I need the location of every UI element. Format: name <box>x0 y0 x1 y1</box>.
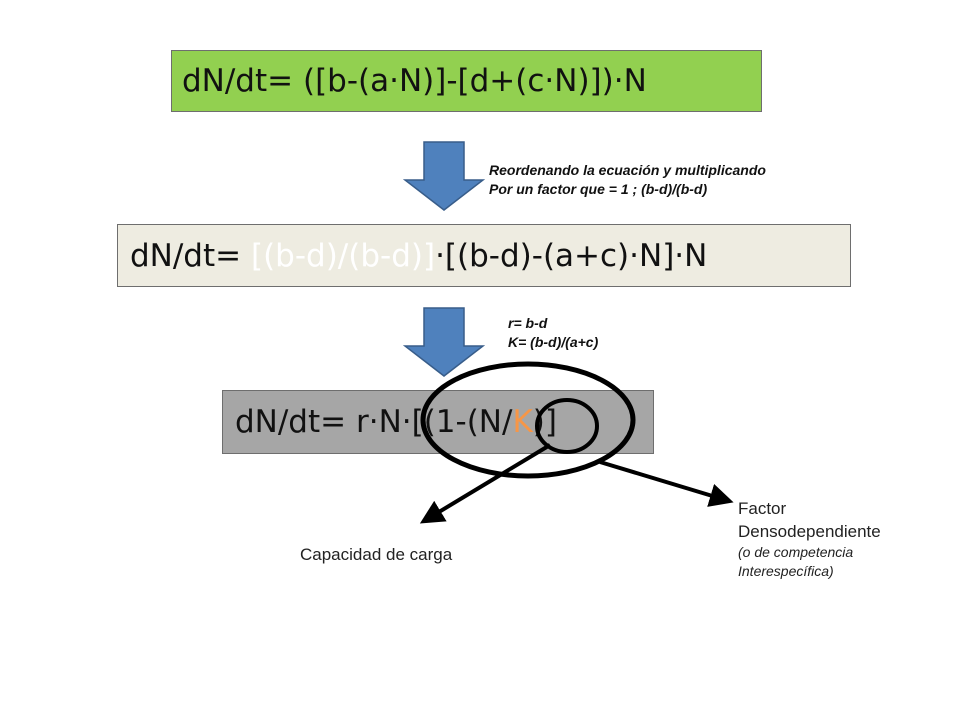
down-arrow-icon <box>403 141 485 211</box>
step2-note-line2: K= (b-d)/(a+c) <box>508 334 599 350</box>
carrying-capacity-label: Capacidad de carga <box>300 545 453 564</box>
k-ellipse <box>535 398 599 454</box>
dependent-factor-ellipse <box>420 361 636 479</box>
carrying-capacity-arrow <box>419 443 552 524</box>
equation-reordered-suffix: ·[(b-d)-(a+c)·N]·N <box>435 237 708 274</box>
equation-general-text: dN/dt= ([b-(a·N)]-[d+(c·N)])·N <box>182 63 647 99</box>
step1-note: Reordenando la ecuación y multiplicando … <box>489 161 766 199</box>
density-factor-label: Factor Densodependiente (o de competenci… <box>738 497 881 581</box>
density-factor-title-1: Factor <box>738 499 787 518</box>
density-factor-sub-2: Interespecífica) <box>738 563 834 579</box>
down-arrow-icon <box>403 307 485 377</box>
step2-note-line1: r= b-d <box>508 315 548 331</box>
density-factor-title-2: Densodependiente <box>738 522 881 541</box>
equation-reordered-prefix: dN/dt= <box>130 237 251 274</box>
equation-reordered-factor: [(b-d)/(b-d)] <box>250 237 436 274</box>
step2-note: r= b-d K= (b-d)/(a+c) <box>508 314 598 352</box>
equation-logistic-prefix: dN/dt= r·N·[(1-(N/ <box>235 404 513 440</box>
density-factor-sub-1: (o de competencia <box>738 544 854 560</box>
step1-note-line1: Reordenando la ecuación y multiplicando <box>489 162 766 178</box>
equation-logistic-k: K <box>512 404 533 440</box>
equation-logistic: dN/dt= r·N·[(1-(N/K)] <box>222 390 654 454</box>
equation-general: dN/dt= ([b-(a·N)]-[d+(c·N)])·N <box>171 50 762 112</box>
step1-note-line2: Por un factor que = 1 ; (b-d)/(b-d) <box>489 181 708 197</box>
dependent-factor-arrow <box>599 460 734 507</box>
equation-reordered: dN/dt= [(b-d)/(b-d)]·[(b-d)-(a+c)·N]·N <box>117 224 851 287</box>
